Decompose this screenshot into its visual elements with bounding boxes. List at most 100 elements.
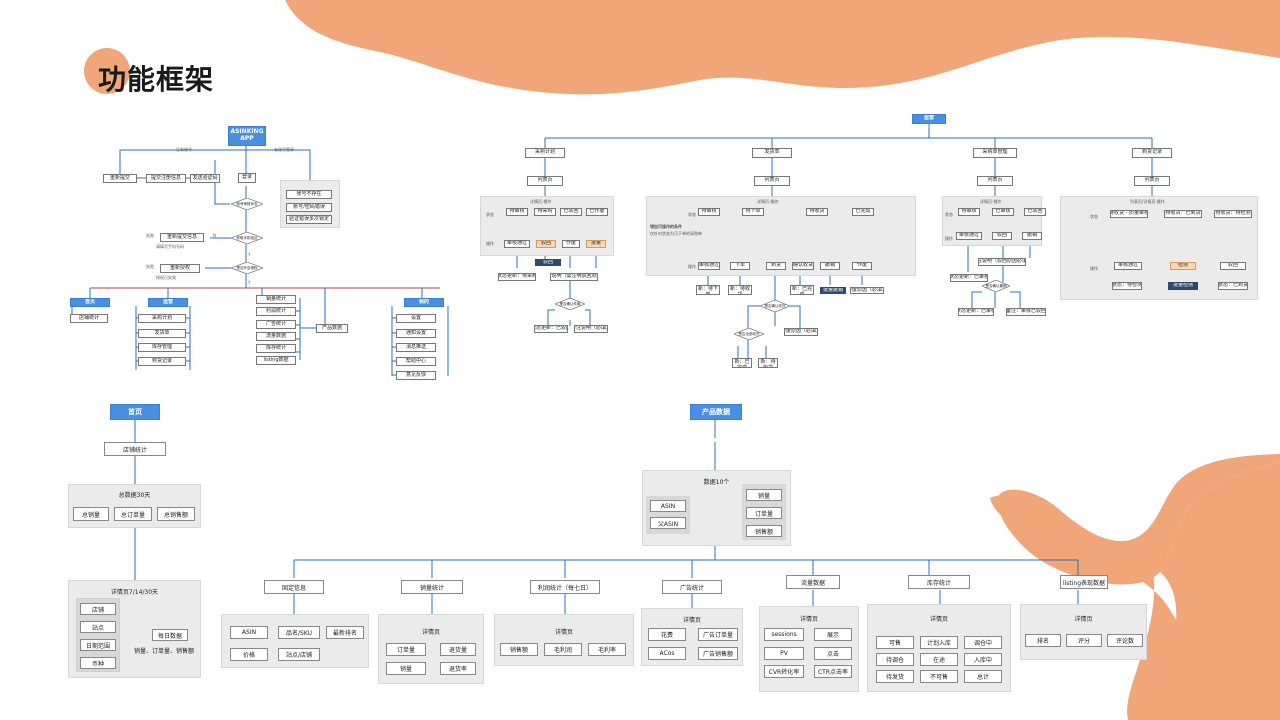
listing-rank: 排名 — [1025, 634, 1061, 647]
error-wrong-password: 账号/密码错误 — [286, 203, 332, 212]
sales-returns: 退货量 — [440, 643, 476, 656]
wf-c2-op-1: 审核通过 — [698, 262, 720, 270]
cat-inventory: 库存统计 — [908, 575, 970, 589]
input-parent-asin: 父ASIN — [650, 517, 686, 529]
sales-orders: 订单量 — [386, 643, 426, 656]
wf-col4-list: 列表页 — [1134, 176, 1170, 186]
profit-revenue: 销售额 — [500, 643, 538, 656]
error-no-account: 账号不存在 — [286, 190, 332, 199]
product-head-node: 产品数据 — [690, 404, 742, 420]
home-total-title: 总数据30天 — [118, 492, 151, 499]
output-orders: 订单量 — [746, 507, 782, 519]
no-label-1: N — [213, 233, 216, 238]
wf-c2-note2-2: 状态更新：待收货 — [728, 285, 752, 295]
auth-expired-note: 授权已失效 — [156, 275, 176, 280]
daily-data-note: 销量、订单量、销售额 — [134, 648, 195, 655]
tree-ops-item-1: 采购计划 — [138, 314, 186, 323]
fail-label-2: 失败 — [146, 264, 154, 269]
wf-c2-decision-2: 是否全部收货 — [734, 328, 764, 340]
tree-stats-profit: 利润统计 — [256, 307, 296, 316]
traffic-detail-title: 详情页 — [799, 616, 818, 623]
resubmit-node: 重新提交 — [103, 174, 137, 183]
home-total-orders: 总订单量 — [114, 507, 152, 521]
inv-pending-ship: 待发货 — [876, 670, 914, 683]
wf-c1-note-3: 状态更新：已驳回 — [534, 325, 568, 333]
fixed-asin: ASIN — [230, 626, 268, 639]
traffic-impressions: 展示 — [814, 628, 852, 641]
traffic-sessions: sessions — [764, 628, 804, 641]
input-asin: ASIN — [650, 500, 686, 512]
inv-receiving: 入库中 — [964, 653, 1002, 666]
filter-currency: 币种 — [80, 657, 116, 669]
profit-margin: 毛利率 — [588, 643, 626, 656]
wf-c2-note2-1: 状态更新：待下单 — [696, 285, 720, 295]
inv-planned: 计划入库 — [920, 636, 958, 649]
product-data-title: 数据10个 — [703, 479, 730, 486]
wf-col3-status-label: 状态 — [945, 212, 953, 217]
tree-ops-item-3: 库存管理 — [138, 343, 186, 352]
account-audit-decision: 账号审核状态 — [231, 198, 263, 210]
cat-fixed-info: 固定信息 — [264, 580, 324, 594]
traffic-cvr: CVR转化率 — [764, 665, 804, 678]
login-node: 登录 — [238, 173, 256, 183]
ad-revenue: 广告销售额 — [698, 647, 738, 660]
cat-listing: listing表现数据 — [1060, 575, 1108, 589]
wf-c4-status-3: 待收货：待检测 — [1214, 210, 1252, 218]
fixed-site-shop: 站点/店铺 — [278, 648, 320, 661]
phone-note: 请填写手机号码 — [156, 244, 184, 249]
inv-pending-transfer: 待调仓 — [876, 653, 914, 666]
wf-c2-decision-1-label: 是否确认收货 — [764, 303, 786, 308]
tree-shop-stats: 店铺统计 — [70, 314, 108, 323]
wf-c4-op-1: 审核通过 — [1114, 262, 1142, 270]
wf-c3-note-3: 状态更新：已审核 — [958, 308, 994, 316]
cat-sales-stats: 销量统计 — [401, 580, 463, 594]
wf-col1-head: 采购计划 — [525, 148, 565, 158]
wf-c1-decision: 是否确认作废 — [555, 298, 585, 310]
wf-c2-status-3: 待收货 — [806, 208, 828, 216]
profit-gross: 毛利润 — [544, 643, 582, 656]
wf-col1-detail: 详情页-操作 — [530, 199, 552, 204]
tree-ops-item-4: 到货记录 — [138, 357, 186, 366]
wf-c1-status-3: 已驳回 — [560, 208, 582, 216]
wf-col2-detail: 详情页-操作 — [757, 199, 779, 204]
wf-c1-op-reject: 驳回 — [536, 240, 556, 248]
filter-shop: 店铺 — [80, 603, 116, 615]
branch-login-label: 有账号登录 — [274, 147, 294, 152]
output-revenue: 销售额 — [746, 525, 782, 537]
wf-col3-ops-label: 操作 — [945, 236, 953, 241]
wf-c3-note-1: 状态更新：已审核 — [950, 274, 988, 282]
fixed-rank: 最新排名 — [326, 626, 364, 639]
reauthorize-node: 重新授权 — [160, 264, 200, 273]
app-root-node: ASINKING APP — [228, 126, 266, 146]
wf-col4-head: 到货记录 — [1132, 148, 1172, 158]
wf-c2-op-3: 到货 — [766, 262, 786, 270]
cat-profit-stats: 利润统计（每七日） — [530, 580, 600, 594]
wf-c1-status-4: 已作废 — [586, 208, 608, 216]
filter-date-range: 日期范围 — [80, 639, 116, 651]
wf-c2-note2-4: 作废原因（必填） — [784, 328, 818, 336]
title-accent-dot — [84, 48, 130, 94]
home-total-sales: 总销量 — [73, 507, 109, 521]
inventory-detail-title: 详情页 — [929, 616, 948, 623]
home-head-node: 首页 — [110, 404, 160, 420]
tree-stats-traffic: 流量数据 — [256, 332, 296, 341]
wf-c4-note-1: 状态：待检测 — [1112, 282, 1142, 290]
wf-c3-op-3: 撤销 — [1022, 232, 1042, 240]
inv-available: 可售 — [876, 636, 914, 649]
wf-col3-head: 采购单管理 — [973, 148, 1017, 158]
wf-c2-op-5: 撤销 — [820, 262, 840, 270]
wf-c3-status-2: 已审核 — [992, 208, 1014, 216]
ad-detail-title: 详情页 — [682, 617, 701, 624]
fixed-price: 价格 — [230, 648, 268, 661]
output-sales: 销量 — [746, 489, 782, 501]
tree-home-node: 首页 — [70, 298, 110, 307]
tree-mine-help: 帮助中心 — [396, 357, 436, 366]
phone-verify-label: 获取手机验证 — [236, 235, 258, 240]
tree-mine-node: 我的 — [404, 298, 444, 307]
wf-c2-decision-2-label: 是否全部收货 — [738, 331, 760, 336]
account-audit-label: 账号审核状态 — [236, 201, 258, 206]
shop-stats-node: 店铺统计 — [104, 442, 166, 456]
wf-c2-batch-undo: 批量撤销 — [820, 287, 846, 294]
tree-product-data: 产品数据 — [316, 324, 348, 333]
